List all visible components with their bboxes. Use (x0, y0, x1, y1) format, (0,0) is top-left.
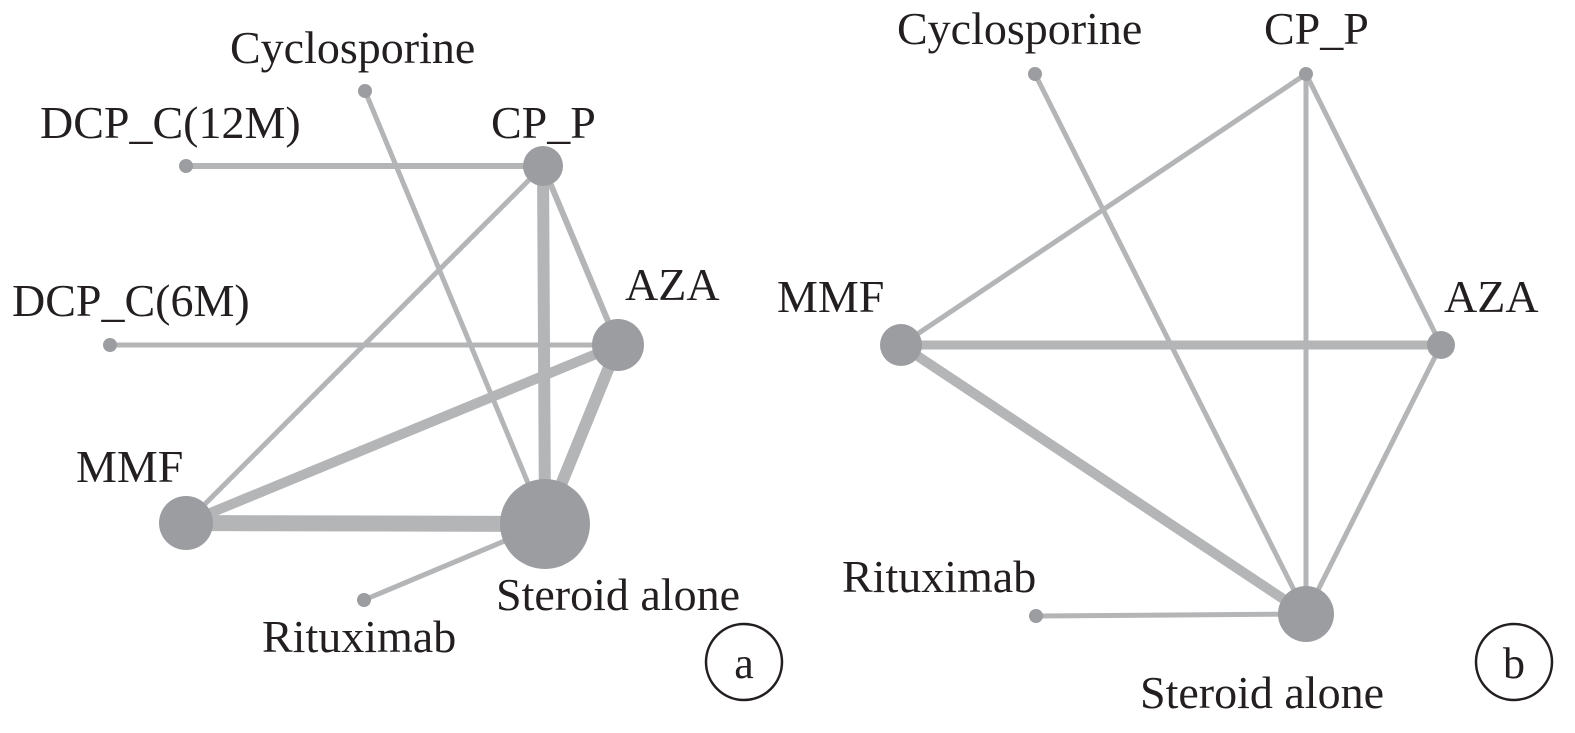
node-mmf (159, 496, 213, 550)
label-cp-p: CP_P (491, 97, 596, 148)
node-aza-b (1427, 331, 1455, 359)
edge-mmf-steroid-alone (185, 515, 546, 532)
badge-circle-a (704, 622, 784, 702)
panel-b-badge: b (1474, 622, 1554, 702)
label-steroid-alone: Steroid alone (496, 569, 740, 620)
label-mmf-b: MMF (777, 271, 884, 322)
edge-cp-p-aza (540, 164, 621, 347)
node-rituximab-b (1029, 609, 1043, 623)
label-dcp-c-12m: DCP_C(12M) (40, 97, 301, 148)
edge-aza-steroid-alone-b (1303, 343, 1444, 616)
node-steroid-alone-b (1278, 586, 1334, 642)
label-mmf: MMF (76, 441, 183, 492)
label-cp-p-b: CP_P (1264, 3, 1369, 54)
panel-a-badge: a (704, 622, 784, 702)
edge-mmf-steroid-alone-b (898, 340, 1309, 619)
node-dcp-c-12m (179, 159, 193, 173)
label-rituximab: Rituximab (262, 611, 456, 662)
edge-rituximab-steroid-alone-b (1035, 611, 1307, 619)
edge-cyclosporine-steroid-alone (362, 90, 548, 525)
node-mmf-b (880, 324, 922, 366)
node-cp-p-b (1299, 67, 1313, 81)
node-cp-p (523, 146, 563, 186)
edge-aza-mmf (184, 340, 620, 528)
node-cyclosporine-b (1028, 67, 1042, 81)
node-aza (592, 319, 644, 371)
node-steroid-alone (500, 479, 590, 569)
label-aza: AZA (625, 259, 720, 310)
node-dcp-c-6m (103, 338, 117, 352)
node-rituximab (357, 593, 371, 607)
badge-label-a: a (734, 639, 754, 688)
label-rituximab-b: Rituximab (842, 551, 1036, 602)
label-aza-b: AZA (1444, 271, 1539, 322)
label-cyclosporine-b: Cyclosporine (897, 3, 1142, 54)
badge-circle-b (1474, 622, 1554, 702)
badge-label-b: b (1503, 639, 1525, 688)
edge-cp-p-mmf-b (899, 71, 1308, 348)
edge-cp-p-aza-b (1303, 72, 1444, 347)
panel-a: Cyclosporine DCP_C(12M) CP_P DCP_C(6M) A… (12, 22, 784, 702)
node-cyclosporine (358, 84, 372, 98)
label-steroid-alone-b: Steroid alone (1140, 667, 1384, 718)
label-dcp-c-6m: DCP_C(6M) (12, 275, 250, 326)
label-cyclosporine: Cyclosporine (230, 22, 475, 73)
panel-b: Cyclosporine CP_P MMF AZA Rituximab Ster… (777, 3, 1554, 718)
